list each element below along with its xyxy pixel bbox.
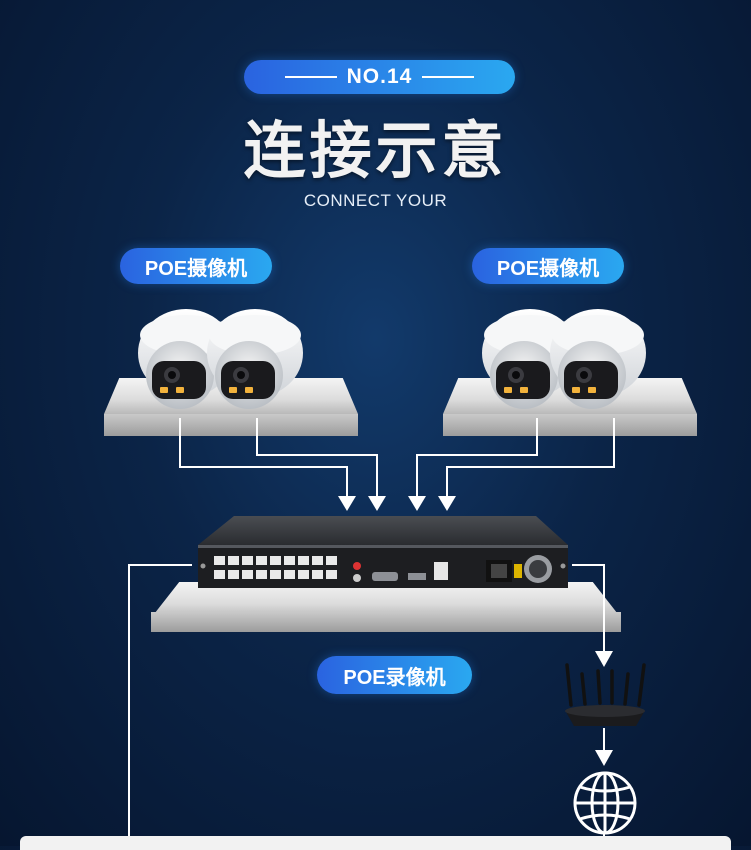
page-subtitle: CONNECT YOUR xyxy=(303,191,448,210)
section-number-badge: NO.14 xyxy=(244,60,515,94)
wifi-router-icon xyxy=(565,663,646,726)
badge-dash-left xyxy=(284,76,337,78)
globe-icon xyxy=(573,771,637,835)
nvr-recorder-icon xyxy=(198,516,568,588)
nvr-to-router-line xyxy=(572,564,605,652)
bottom-panel-edge xyxy=(20,836,731,850)
platform-right-front xyxy=(443,414,697,436)
dome-camera-icon xyxy=(207,309,303,409)
nvr-label: POE录像机 xyxy=(317,656,472,694)
badge-dash-right xyxy=(422,76,475,78)
platform-left-front xyxy=(104,414,358,436)
internet-arrowhead xyxy=(595,750,613,766)
router-arrowhead xyxy=(595,651,613,667)
nvr-downlink-line xyxy=(128,564,192,846)
dome-camera-icon xyxy=(550,309,646,409)
camera-group-label-left: POE摄像机 xyxy=(120,248,272,284)
platform-nvr-front xyxy=(151,612,621,632)
camera-group-label-right: POE摄像机 xyxy=(472,248,624,284)
page-title: 连接示意 xyxy=(243,114,508,187)
badge-text: NO.14 xyxy=(346,65,413,88)
camera-to-nvr-lines xyxy=(179,418,615,497)
camera-arrowheads xyxy=(338,496,456,511)
